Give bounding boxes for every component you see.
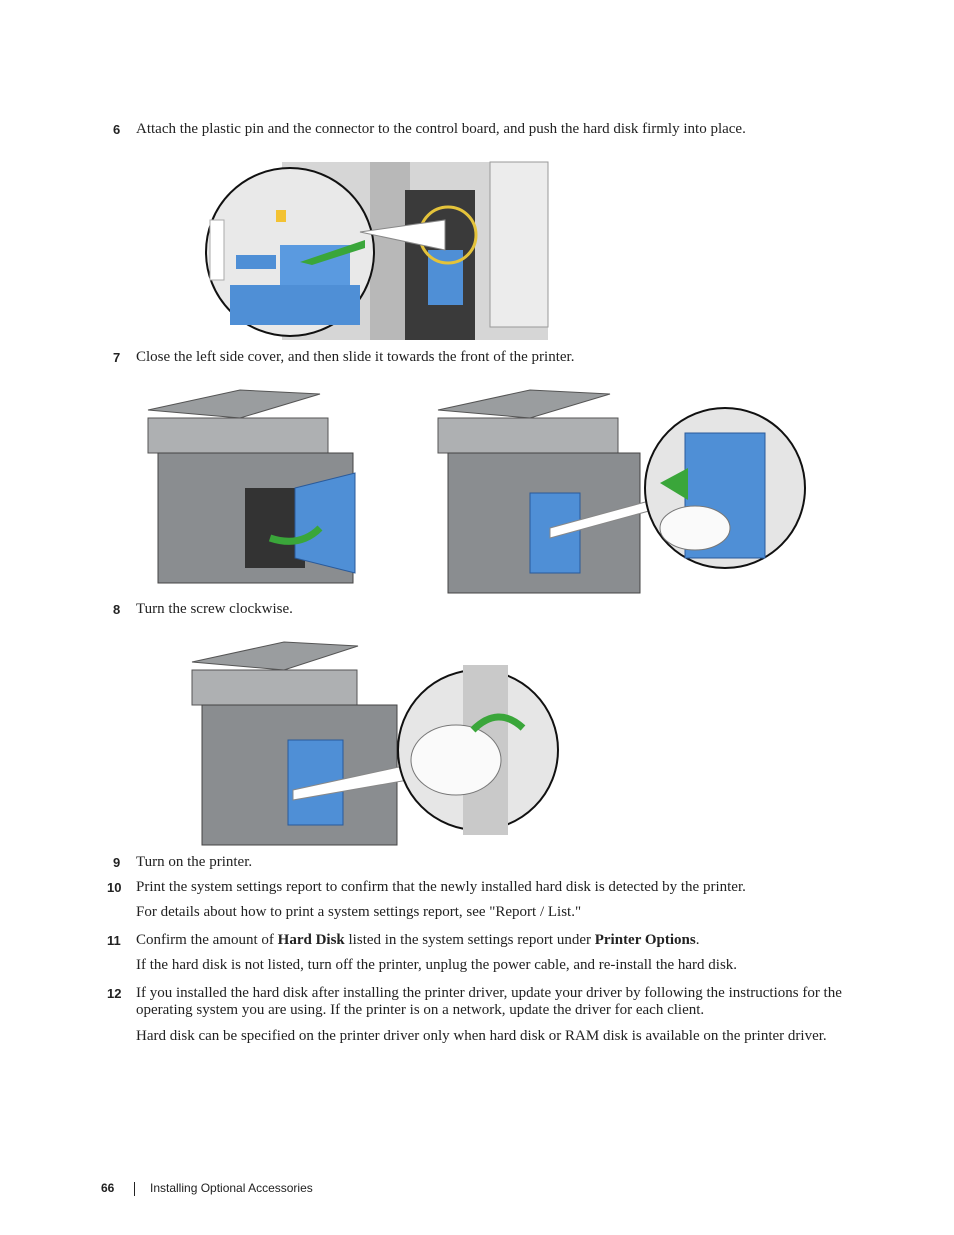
step-text: Turn the screw clockwise. (136, 601, 293, 617)
step-number: 9 (113, 855, 121, 870)
close-side-cover-illustration (147, 389, 806, 594)
step-note: Hard disk can be specified on the printe… (136, 1028, 827, 1044)
hard-disk-term: Hard Disk (277, 932, 345, 948)
step-note: For details about how to print a system … (136, 904, 582, 920)
turn-screw-illustration (191, 641, 559, 846)
step-number: 12 (107, 986, 122, 1001)
step-text: Attach the plastic pin and the connector… (136, 121, 746, 137)
step-text: Confirm the amount of Hard Disk listed i… (136, 932, 700, 948)
footer-divider (134, 1182, 135, 1196)
page-number: 66 (101, 1181, 115, 1195)
step-number: 8 (113, 602, 121, 617)
footer-section: Installing Optional Accessories (150, 1181, 313, 1195)
step-text: If you installed the hard disk after ins… (136, 985, 842, 1018)
step-number: 6 (113, 122, 121, 137)
step-note: If the hard disk is not listed, turn off… (136, 957, 738, 973)
step-text: Close the left side cover, and then slid… (136, 349, 575, 365)
hard-disk-install-illustration (205, 161, 549, 340)
step-number: 11 (107, 933, 121, 948)
step-number: 7 (113, 350, 121, 365)
step-text: Print the system settings report to conf… (136, 879, 746, 895)
step-text: Turn on the printer. (136, 854, 253, 870)
step-number: 10 (107, 880, 122, 895)
printer-options-term: Printer Options (594, 932, 696, 948)
